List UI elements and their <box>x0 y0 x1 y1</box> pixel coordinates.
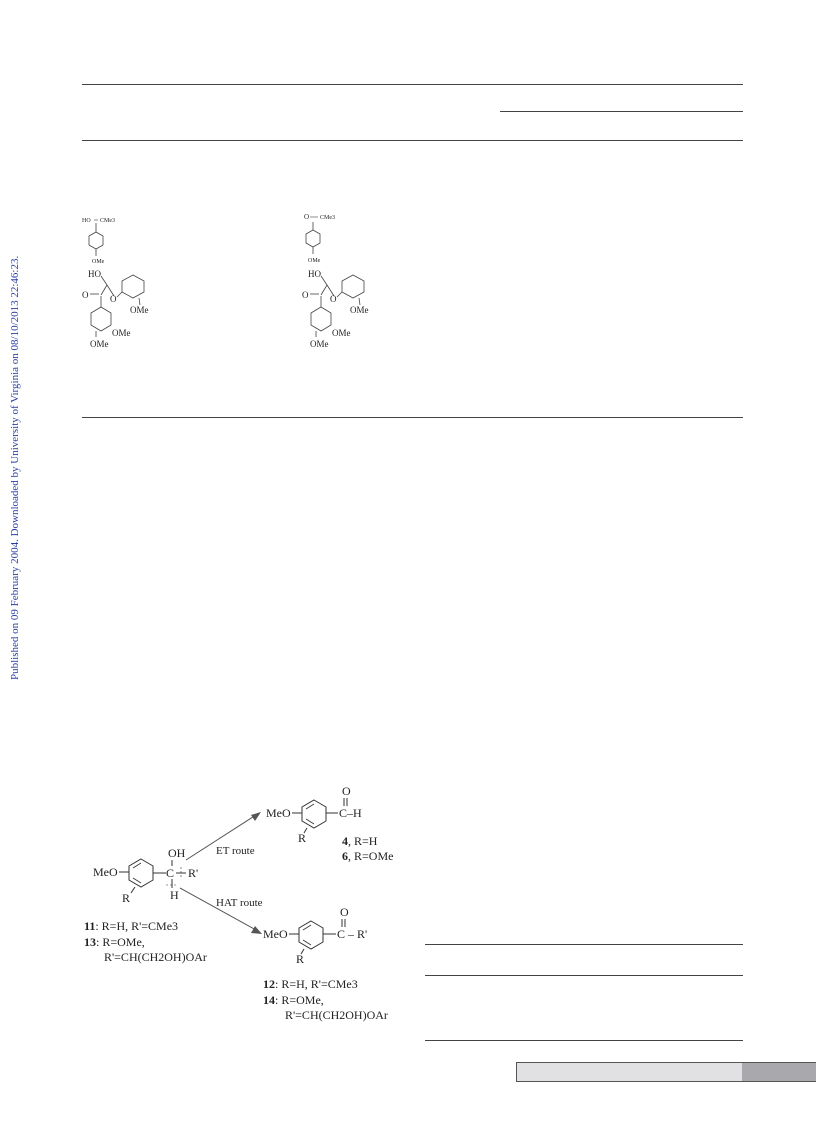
et-route-arrow: ET route <box>185 812 261 861</box>
svg-text:C–H: C–H <box>339 806 362 820</box>
reaction-scheme: MeO R C OH H R' ET route HAT route MeO <box>84 784 393 1022</box>
table2-header-rule <box>425 975 743 976</box>
footer-bar <box>516 1062 744 1082</box>
svg-text:HO: HO <box>82 218 91 224</box>
svg-text:CMe3: CMe3 <box>100 218 115 224</box>
svg-text:MeO: MeO <box>93 865 118 879</box>
table-structures: HO CMe3 OMe O CMe3 OMe HO O O OMe OMe OM… <box>82 213 369 349</box>
svg-text:OH: OH <box>168 846 186 860</box>
svg-text:R: R <box>122 891 130 905</box>
svg-text:O: O <box>330 294 337 304</box>
svg-text:O: O <box>110 294 117 304</box>
ketone-product: MeO R C – R' O <box>263 905 367 966</box>
left-small-compound: HO CMe3 OMe <box>82 218 115 265</box>
svg-text:O: O <box>340 905 349 919</box>
svg-text:ET route: ET route <box>216 845 255 857</box>
table2-top-rule <box>425 944 743 945</box>
svg-text:HO: HO <box>308 269 321 279</box>
table-top-rule <box>82 84 743 85</box>
svg-text:OMe: OMe <box>130 305 149 315</box>
left-lignin-model: HO O O OMe OMe OMe <box>82 269 149 349</box>
svg-text:HO: HO <box>88 269 101 279</box>
svg-text:MeO: MeO <box>263 927 288 941</box>
svg-text:R: R <box>298 831 306 845</box>
ketone-label-14-r: R'=CH(CH2OH)OAr <box>285 1008 388 1022</box>
svg-text:C – R': C – R' <box>337 927 367 941</box>
aldehyde-label-6: 6, R=OMe <box>342 849 393 863</box>
svg-text:MeO: MeO <box>266 806 291 820</box>
starting-material: MeO R C OH H R' <box>93 846 198 905</box>
table-header-rule <box>82 140 743 141</box>
svg-text:O: O <box>342 784 351 798</box>
ketone-label-14: 14: R=OMe, <box>263 993 324 1007</box>
svg-text:OMe: OMe <box>350 305 369 315</box>
svg-text:OMe: OMe <box>332 328 351 338</box>
svg-text:O: O <box>302 290 309 300</box>
aldehyde-product: MeO R C–H O <box>266 784 362 845</box>
svg-text:OMe: OMe <box>92 259 105 265</box>
start-label-13-r: R'=CH(CH2OH)OAr <box>104 950 207 964</box>
svg-text:O: O <box>82 290 89 300</box>
svg-text:CMe3: CMe3 <box>320 215 335 221</box>
start-label-11: 11: R=H, R'=CMe3 <box>84 919 178 933</box>
ketone-label-12: 12: R=H, R'=CMe3 <box>263 977 358 991</box>
start-label-13: 13: R=OMe, <box>84 935 145 949</box>
svg-text:R: R <box>296 952 304 966</box>
svg-text:OMe: OMe <box>90 339 109 349</box>
svg-text:OMe: OMe <box>310 339 329 349</box>
table2-bottom-rule <box>425 1040 743 1041</box>
aldehyde-label-4: 4, R=H <box>342 834 378 848</box>
right-lignin-model: HO O O OMe OMe OMe <box>302 269 369 349</box>
footer-page-tab <box>742 1062 816 1082</box>
right-small-compound: O CMe3 OMe <box>304 213 335 264</box>
table-header-subrule <box>500 111 743 112</box>
svg-text:H: H <box>170 888 179 902</box>
svg-text:OMe: OMe <box>308 258 321 264</box>
svg-text:O: O <box>304 213 309 221</box>
svg-text:C: C <box>166 866 174 880</box>
table-bottom-rule <box>82 417 743 418</box>
hat-route-arrow: HAT route <box>179 887 263 934</box>
svg-text:R': R' <box>188 866 198 880</box>
svg-text:OMe: OMe <box>112 328 131 338</box>
svg-text:HAT route: HAT route <box>216 897 263 909</box>
